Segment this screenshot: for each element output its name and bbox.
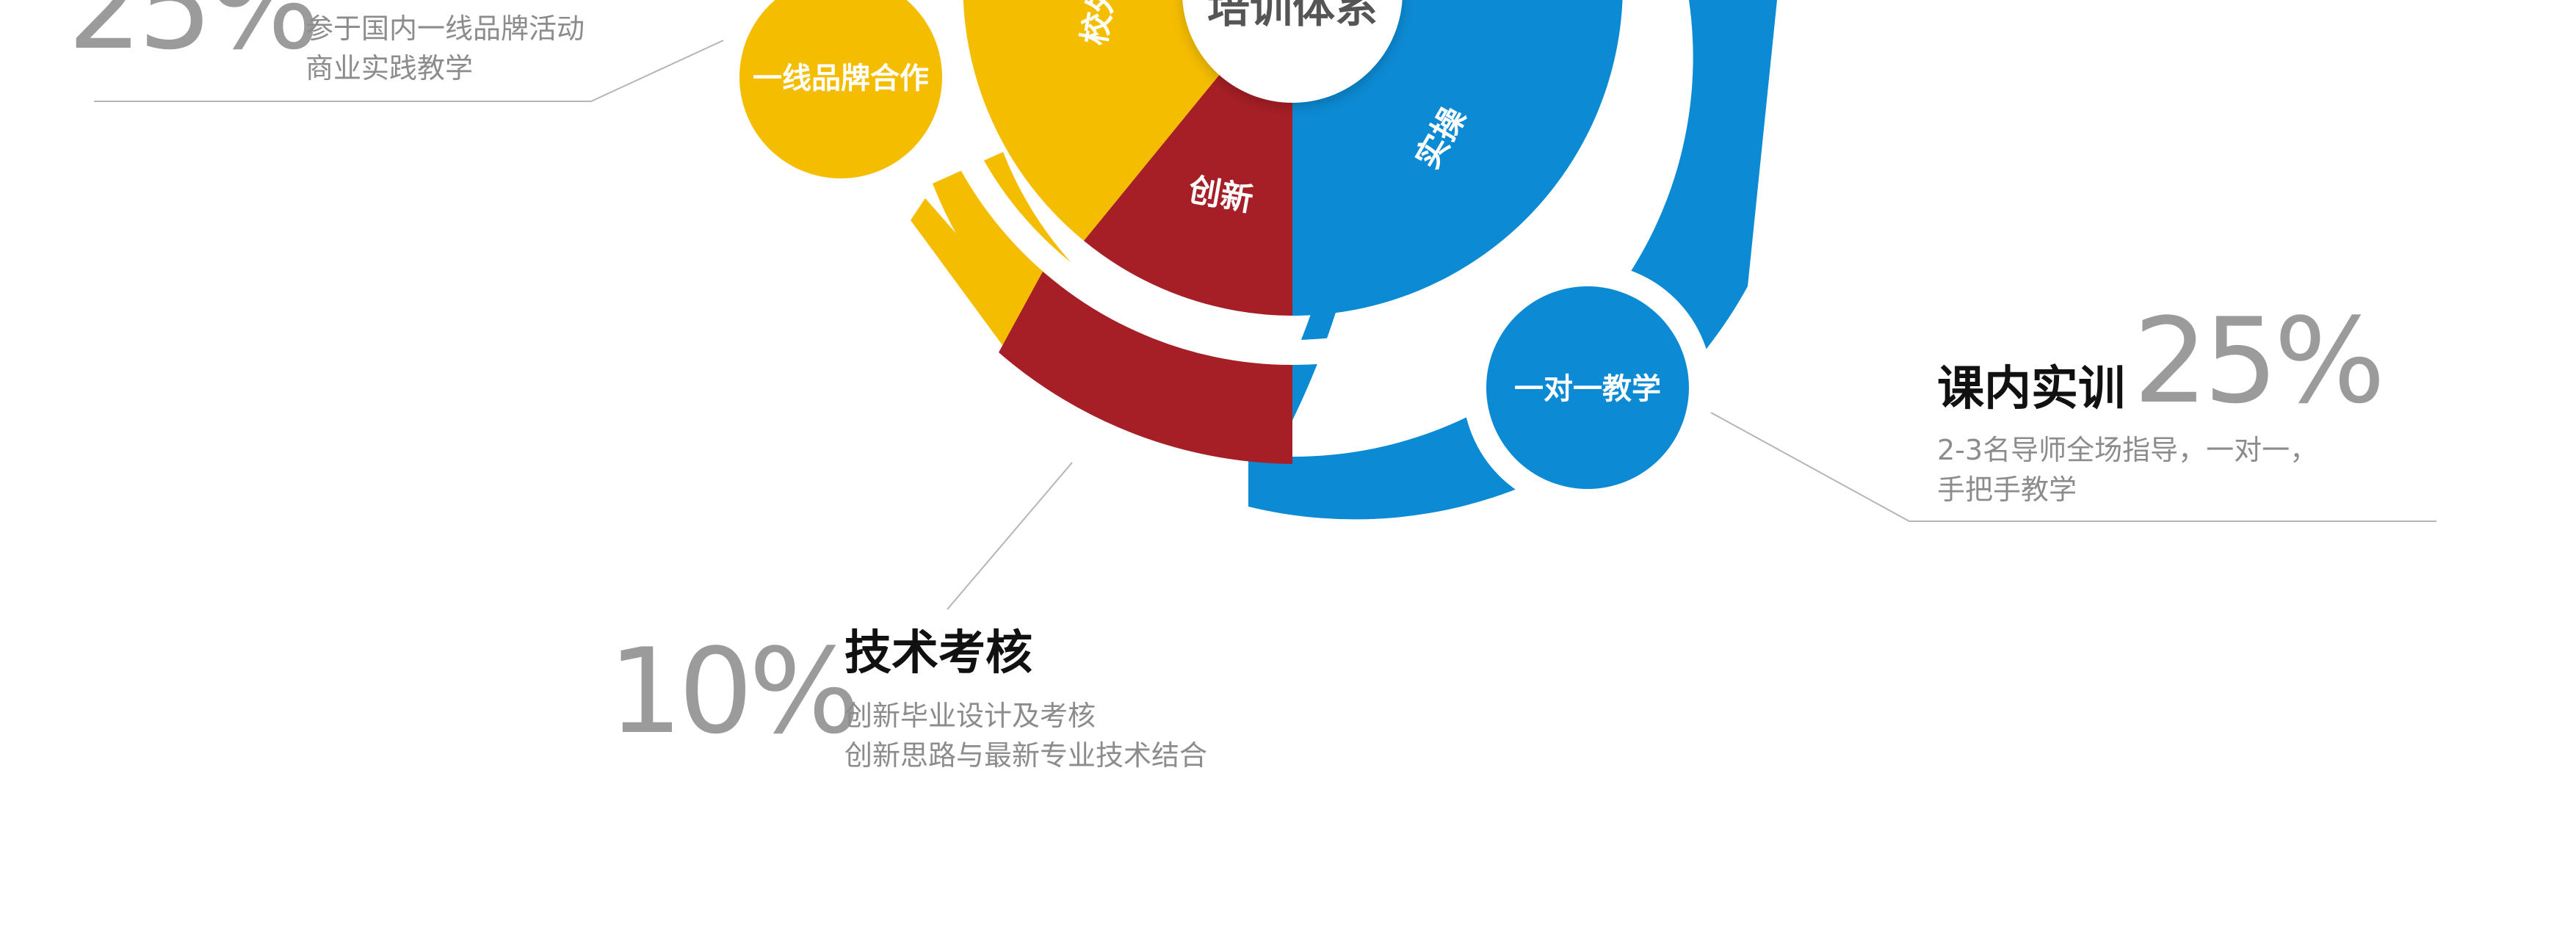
right-desc-line-2: 手把手教学 bbox=[1937, 474, 2077, 506]
bottom-title: 技术考核 bbox=[844, 626, 1032, 681]
outer-red-arc bbox=[999, 272, 1292, 464]
top-left-percent: 25% bbox=[68, 0, 320, 76]
blue-bubble bbox=[1486, 286, 1689, 489]
inner-pie-yellow bbox=[963, 0, 1281, 241]
yellow-bubble-label: 一线品牌合作 bbox=[753, 62, 929, 95]
blue-bubble-label: 一对一教学 bbox=[1514, 372, 1661, 406]
yellow-bubble bbox=[739, 0, 942, 178]
bottom-desc-line-1: 创新毕业设计及考核 bbox=[844, 700, 1096, 732]
ring-gap bbox=[913, 0, 1672, 365]
leader-line-top-left bbox=[94, 40, 724, 102]
leader-line-right bbox=[1710, 412, 2436, 522]
leader-line-bottom bbox=[947, 462, 1073, 610]
top-left-desc-line-1: 参于国内一线品牌活动 bbox=[305, 12, 585, 45]
bottom-percent: 10% bbox=[608, 623, 861, 760]
center-circle bbox=[1182, 0, 1403, 103]
inner-pie-blue bbox=[1292, 0, 1623, 316]
right-title: 课内实训 bbox=[1937, 362, 2125, 416]
outer-ring-yellow-segment bbox=[911, 198, 1028, 345]
bottom-description: 创新毕业设计及考核 创新思路与最新专业技术结合 bbox=[844, 696, 1207, 775]
top-left-desc-line-2: 商业实践教学 bbox=[305, 52, 474, 84]
top-left-description: 参于国内一线品牌活动 商业实践教学 bbox=[305, 9, 585, 88]
center-label: 培训体系 bbox=[1207, 0, 1378, 32]
right-percent: 25% bbox=[2133, 292, 2386, 429]
bottom-desc-line-2: 创新思路与最新专业技术结合 bbox=[844, 739, 1208, 772]
right-desc-line-1: 2-3名导师全场指导，一对一， bbox=[1937, 434, 2318, 466]
right-description: 2-3名导师全场指导，一对一， 手把手教学 bbox=[1937, 430, 2318, 510]
